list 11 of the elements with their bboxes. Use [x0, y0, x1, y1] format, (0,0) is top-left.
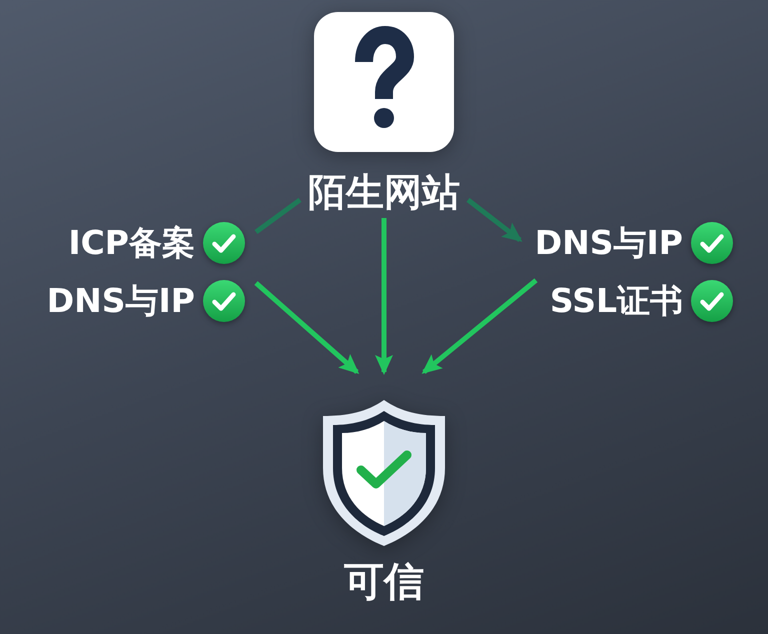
arrow	[422, 278, 538, 374]
node-label: 可信	[344, 558, 424, 606]
connector-line	[254, 198, 302, 234]
node-label: ICP备案	[68, 222, 195, 264]
node-label: SSL证书	[550, 280, 683, 322]
arrow	[466, 198, 522, 242]
arrow	[375, 218, 393, 375]
arrow	[254, 281, 360, 374]
node-label: DNS与IP	[534, 222, 683, 264]
node-label: DNS与IP	[46, 280, 195, 322]
node-label: 陌生网站	[308, 169, 460, 216]
